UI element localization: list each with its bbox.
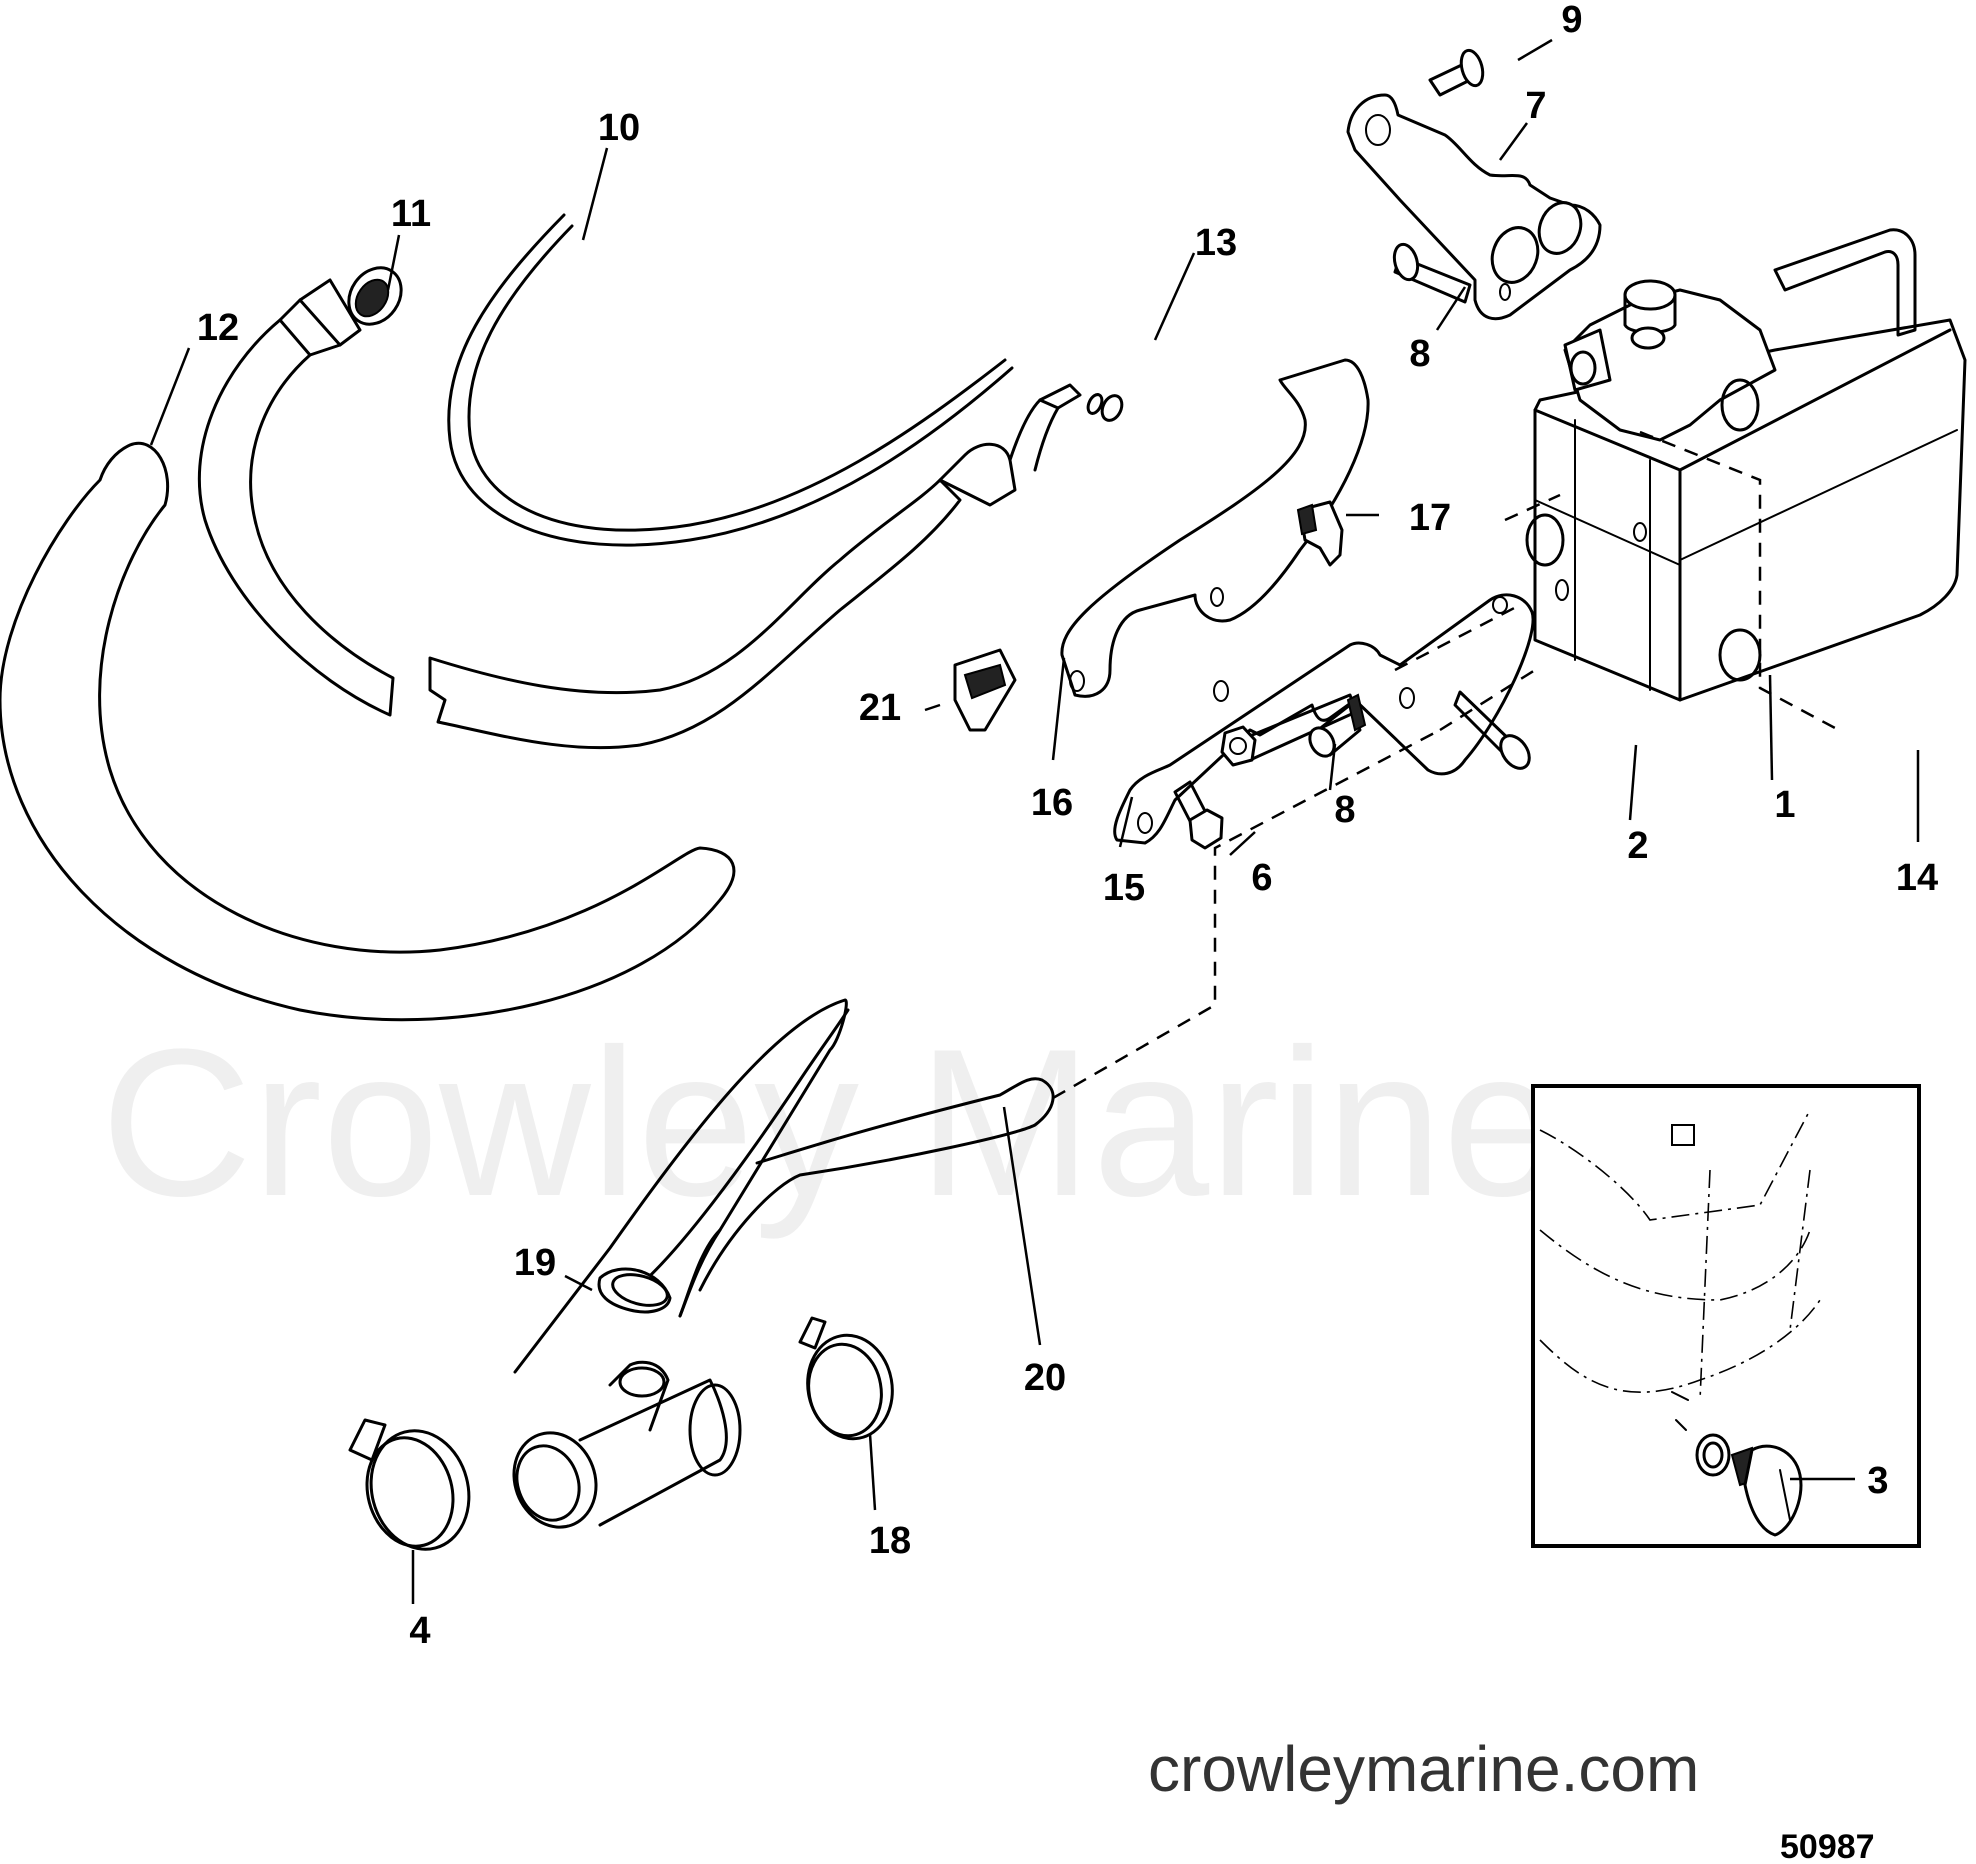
inset-detail xyxy=(1531,1084,1921,1548)
callout-10: 10 xyxy=(598,107,640,149)
callout-3: 3 xyxy=(1867,1460,1888,1502)
inset-frame xyxy=(1531,1084,1921,1548)
callout-8-lower: 8 xyxy=(1334,789,1355,831)
callout-7: 7 xyxy=(1525,85,1546,127)
part-11-hose-with-fitting[interactable] xyxy=(197,258,1082,750)
part-10-small-hose[interactable] xyxy=(447,213,1014,547)
callout-1: 1 xyxy=(1774,784,1795,826)
part-4-hose-clamp[interactable] xyxy=(348,1418,482,1561)
callout-18: 18 xyxy=(869,1520,911,1562)
callout-6: 6 xyxy=(1251,857,1272,899)
assembly-lines xyxy=(1052,430,1836,1100)
callout-2: 2 xyxy=(1627,825,1648,867)
part-12-large-hose[interactable] xyxy=(0,441,736,1022)
callout-15: 15 xyxy=(1103,867,1145,909)
callout-4: 4 xyxy=(409,1610,430,1652)
part-9-bolt[interactable] xyxy=(1428,48,1486,97)
part-3-drain-plug[interactable] xyxy=(1695,1433,1803,1537)
part-19-hose-clamp[interactable] xyxy=(597,1267,672,1314)
callout-12: 12 xyxy=(197,307,239,349)
part-17-clip[interactable] xyxy=(1296,500,1344,567)
part-15-lower-bracket[interactable] xyxy=(1113,593,1535,845)
callout-16: 16 xyxy=(1031,782,1073,824)
part-2-fitting[interactable] xyxy=(1305,693,1367,760)
callout-labels: 9 7 8 10 11 12 13 17 21 16 15 6 8 2 1 14… xyxy=(197,0,1938,1652)
part-14-screw[interactable] xyxy=(1453,690,1535,774)
website-label: crowleymarine.com xyxy=(1148,1733,1699,1805)
part-13-o-ring[interactable] xyxy=(1085,392,1125,423)
callout-17: 17 xyxy=(1409,497,1451,539)
callout-13: 13 xyxy=(1195,222,1237,264)
callout-14: 14 xyxy=(1896,857,1938,899)
watermark-text: Crowley Marine xyxy=(101,1005,1560,1240)
callout-11: 11 xyxy=(391,193,431,235)
part-1-reservoir-tank[interactable] xyxy=(1525,228,1967,702)
callout-21: 21 xyxy=(859,687,901,729)
part-21-clip[interactable] xyxy=(953,648,1017,732)
leader-lines xyxy=(149,38,1920,1604)
callout-19: 19 xyxy=(514,1242,556,1284)
part-8-lower-bolt[interactable] xyxy=(1220,693,1358,767)
drawing-number: 50987 xyxy=(1780,1828,1875,1864)
part-7-upper-bracket[interactable] xyxy=(1346,93,1602,321)
part-16-heat-shield[interactable] xyxy=(1060,358,1370,698)
callout-9: 9 xyxy=(1561,0,1582,41)
part-18-hose-clamp[interactable] xyxy=(798,1316,901,1446)
callout-20: 20 xyxy=(1024,1357,1066,1399)
part-8-upper-bolt[interactable] xyxy=(1391,242,1472,304)
callout-8-upper: 8 xyxy=(1409,333,1430,375)
part-6-bolt[interactable] xyxy=(1173,780,1224,850)
part-20-y-hose-assembly[interactable] xyxy=(501,998,1055,1539)
